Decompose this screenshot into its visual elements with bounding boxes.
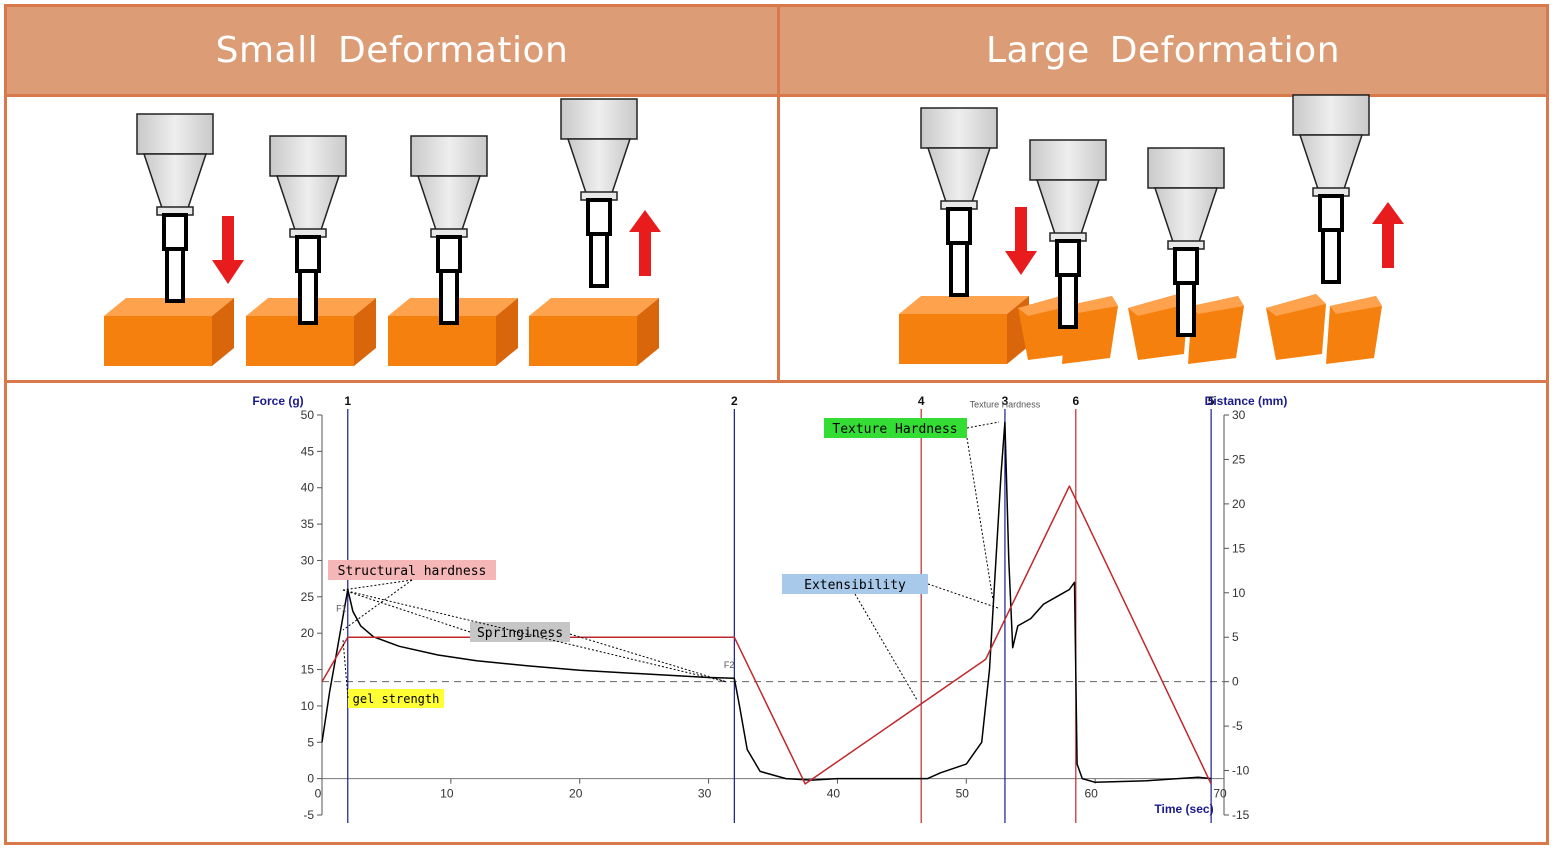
annotation-gel-strength: gel strength <box>348 689 444 708</box>
y-left-tick-label: 10 <box>301 699 315 713</box>
plot-area: -505101520253035404550-15-10-50510152025… <box>301 394 1250 823</box>
svg-text:Structural hardness: Structural hardness <box>338 564 487 579</box>
annotation-texture-hardness: Texture Hardness <box>824 418 967 438</box>
y-left-tick-label: 25 <box>301 590 315 604</box>
point-label: F2 <box>724 660 735 670</box>
y-right-tick-label: 5 <box>1232 630 1239 644</box>
x-tick-label: 70 <box>1213 787 1227 801</box>
x-tick-label: 20 <box>569 787 583 801</box>
x-tick-label: 60 <box>1084 787 1098 801</box>
y-left-tick-label: 45 <box>301 444 315 458</box>
y-right-tick-label: -10 <box>1232 764 1250 778</box>
y-left-tick-label: 35 <box>301 517 315 531</box>
x-tick-label: 0 <box>315 787 322 801</box>
x-tick-label: 50 <box>956 787 970 801</box>
y-right-axis-label: Distance (mm) <box>1205 394 1288 408</box>
y-left-tick-label: 30 <box>301 553 315 567</box>
marker-label-6: 6 <box>1072 394 1079 408</box>
y-right-tick-label: 0 <box>1232 675 1239 689</box>
svg-text:Extensibility: Extensibility <box>804 578 906 593</box>
y-left-axis-label: Force (g) <box>252 394 303 408</box>
annotation-extensibility: Extensibility <box>782 574 928 594</box>
y-right-tick-label: 20 <box>1232 497 1246 511</box>
annotation-structural-hardness: Structural hardness <box>328 560 496 580</box>
y-left-tick-label: 15 <box>301 663 315 677</box>
y-left-tick-label: 0 <box>307 772 314 786</box>
header-divider <box>7 94 1546 97</box>
y-left-tick-label: 40 <box>301 481 315 495</box>
y-left-tick-label: 5 <box>307 735 314 749</box>
small-deformation-header: Small Deformation <box>7 7 777 94</box>
marker-label-4: 4 <box>918 394 925 408</box>
y-left-tick-label: 20 <box>301 626 315 640</box>
point-label: F1 <box>336 603 347 613</box>
x-tick-label: 30 <box>698 787 712 801</box>
y-right-tick-label: 15 <box>1232 541 1246 555</box>
y-left-tick-label: 50 <box>301 408 315 422</box>
figure-frame: Small Deformation Large Deformation <box>4 4 1549 845</box>
distance-curve <box>321 485 1212 785</box>
svg-text:Texture Hardness: Texture Hardness <box>832 422 957 437</box>
point-label: Texture Hardness <box>970 400 1041 410</box>
y-right-tick-label: 10 <box>1232 586 1246 600</box>
x-tick-label: 40 <box>827 787 841 801</box>
y-right-tick-label: -15 <box>1232 808 1250 822</box>
annotation-leaders <box>342 421 1000 701</box>
y-right-tick-label: -5 <box>1232 719 1243 733</box>
y-right-tick-label: 30 <box>1232 408 1246 422</box>
svg-text:gel strength: gel strength <box>353 692 440 706</box>
y-right-tick-label: 25 <box>1232 452 1246 466</box>
marker-label-3: 3 <box>1002 394 1009 408</box>
y-left-tick-label: -5 <box>303 808 314 822</box>
x-tick-label: 10 <box>440 787 454 801</box>
x-axis-label: Time (sec) <box>1154 802 1213 816</box>
marker-label-2: 2 <box>731 394 738 408</box>
large-deformation-header: Large Deformation <box>780 7 1546 94</box>
panel-divider-vertical <box>777 7 780 380</box>
force-curve <box>321 421 1212 784</box>
svg-text:Springiness: Springiness <box>477 626 563 641</box>
marker-label-1: 1 <box>344 394 351 408</box>
marker-label-5: 5 <box>1208 394 1215 408</box>
panel-divider-horizontal <box>7 380 1546 383</box>
